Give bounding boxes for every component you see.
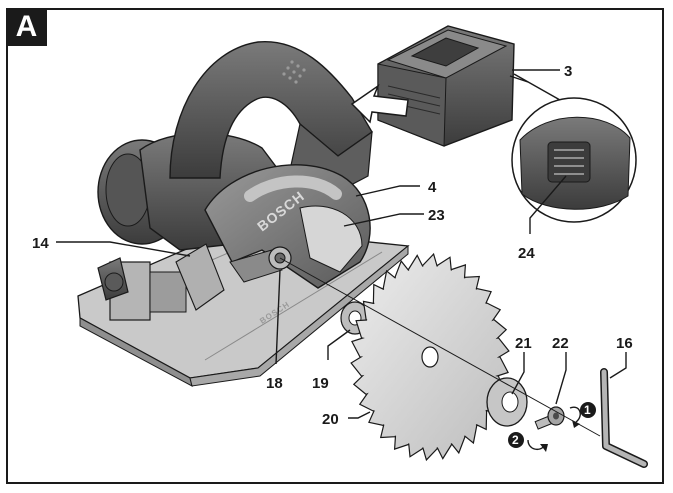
svg-text:1: 1 bbox=[584, 403, 591, 417]
callout-14: 14 bbox=[32, 235, 49, 252]
callout-3: 3 bbox=[564, 63, 572, 80]
step-marker-1: 1 bbox=[580, 402, 596, 418]
callout-21: 21 bbox=[515, 335, 532, 352]
step-marker-2: 2 bbox=[508, 432, 524, 448]
callout-23: 23 bbox=[428, 207, 445, 224]
callout-4: 4 bbox=[428, 179, 437, 196]
callout-22: 22 bbox=[552, 335, 569, 352]
callout-24: 24 bbox=[518, 245, 535, 262]
detail-inset-circle bbox=[509, 73, 637, 223]
clamping-screw bbox=[534, 406, 565, 430]
outer-flange bbox=[486, 377, 528, 427]
callout-19: 19 bbox=[312, 375, 329, 392]
callout-18: 18 bbox=[266, 375, 283, 392]
figure-frame bbox=[6, 8, 664, 484]
bevel-guide-assembly bbox=[97, 257, 187, 321]
battery-pack bbox=[377, 25, 515, 147]
assembly-axis-line bbox=[279, 257, 601, 437]
figure-letter-badge: A bbox=[6, 8, 47, 46]
blade-guard: BOSCH bbox=[175, 164, 371, 311]
allen-key bbox=[600, 368, 648, 468]
leader-lines bbox=[56, 69, 627, 419]
saw-blade bbox=[350, 252, 510, 462]
callout-16: 16 bbox=[616, 335, 633, 352]
callout-20: 20 bbox=[322, 411, 339, 428]
battery-insert-arrow-icon bbox=[350, 83, 409, 124]
svg-text:2: 2 bbox=[512, 433, 519, 447]
